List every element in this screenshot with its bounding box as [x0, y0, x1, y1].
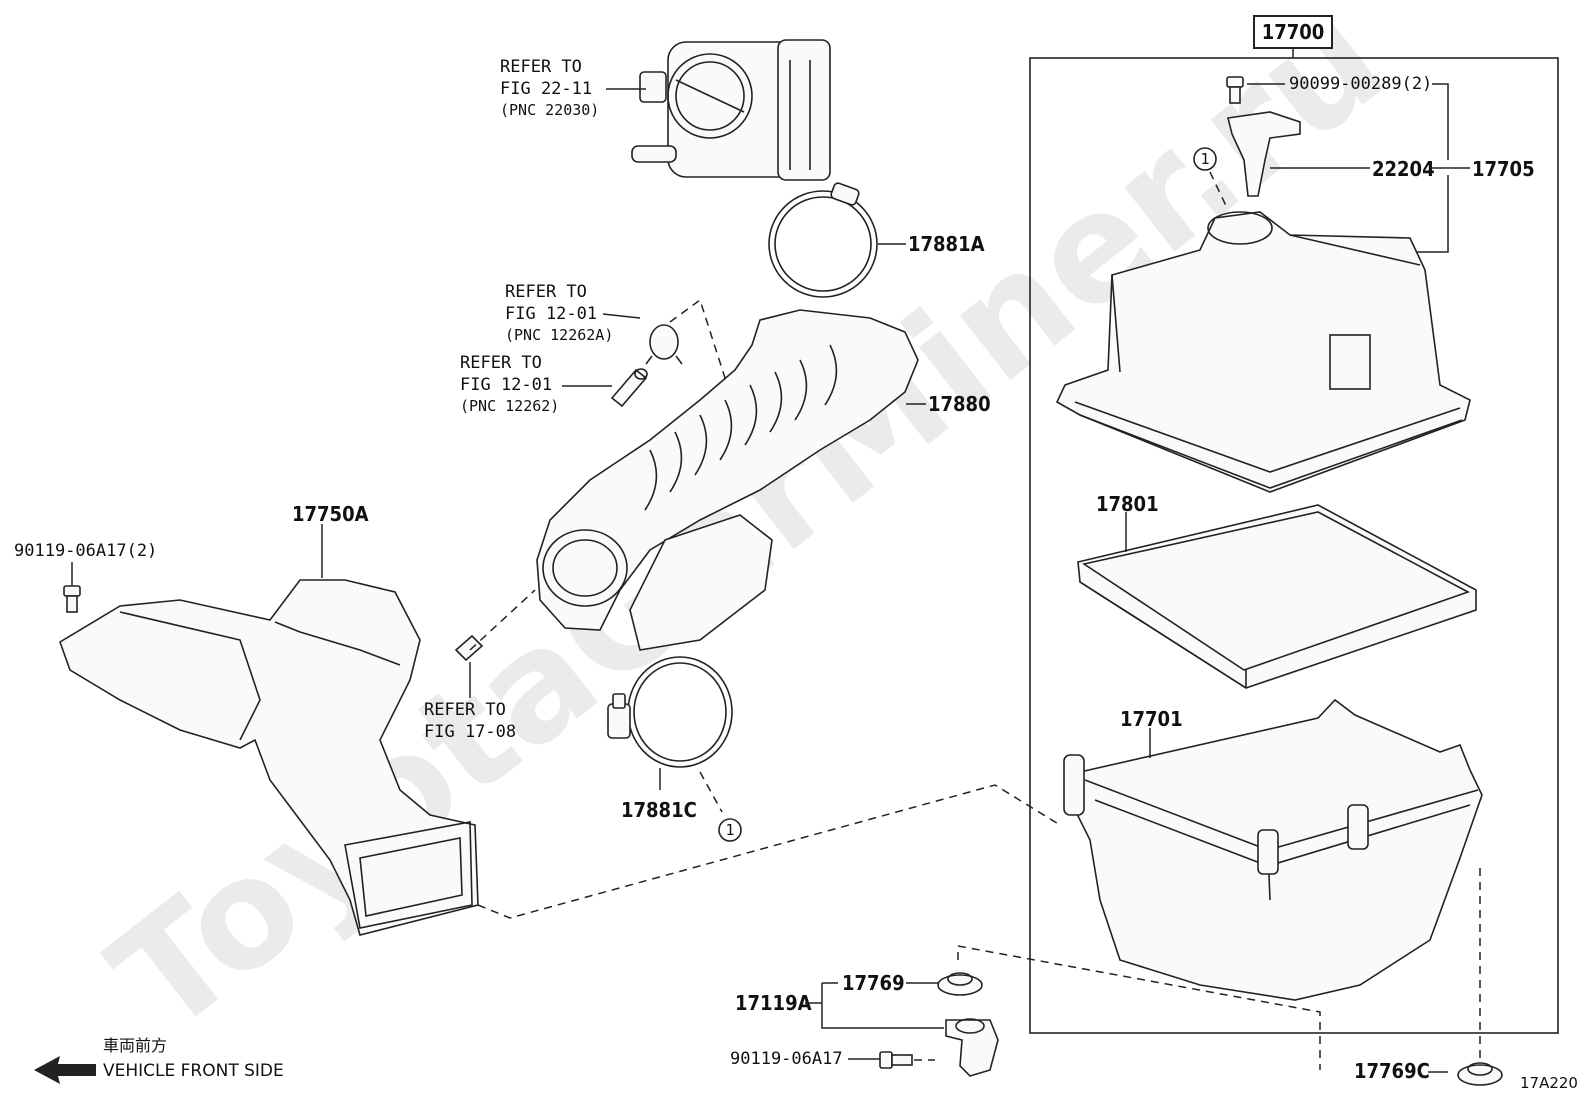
ref-fig-17-08-line1: REFER TO — [424, 700, 506, 720]
sensor-22204-part[interactable] — [1227, 111, 1301, 197]
front-side-jp: 車両前方 — [103, 1036, 167, 1055]
intake-hose-17880-part[interactable] — [536, 309, 919, 651]
cap-12262a-part[interactable] — [645, 324, 683, 365]
ref-fig-12-01b-pnc: (PNC 12262) — [460, 397, 559, 415]
label-17801[interactable]: 17801 — [1096, 492, 1159, 516]
ref-fig-22-11-line2[interactable]: FIG 22-11 — [500, 79, 592, 99]
assembly-frame — [1029, 57, 1559, 1034]
air-duct-17750a-part[interactable] — [59, 579, 479, 936]
filter-element-17801-part[interactable] — [1077, 504, 1477, 689]
label-90119-06a17[interactable]: 90119-06A17 — [730, 1049, 843, 1069]
ref-fig-12-01a-line1: REFER TO — [505, 282, 587, 302]
screw-90099-part[interactable] — [1226, 76, 1244, 104]
lower-case-17701-part[interactable] — [1063, 698, 1483, 1001]
label-17701[interactable]: 17701 — [1120, 707, 1183, 731]
label-17769c[interactable]: 17769C — [1354, 1059, 1430, 1083]
hose-12262-part[interactable] — [610, 368, 648, 408]
ref-fig-12-01b-line1: REFER TO — [460, 353, 542, 373]
label-17880[interactable]: 17880 — [928, 392, 991, 416]
ref-fig-12-01b-line2[interactable]: FIG 12-01 — [460, 375, 552, 395]
svg-text:1: 1 — [1200, 150, 1209, 168]
figure-code: 17A220 — [1520, 1074, 1578, 1092]
grommet-17769c-part[interactable] — [1457, 1062, 1503, 1086]
callout-1-lower — [718, 818, 742, 842]
ref-fig-22-11-pnc: (PNC 22030) — [500, 101, 599, 119]
svg-text:1: 1 — [725, 821, 734, 839]
bolt-90119-06a17-left-part[interactable] — [63, 585, 81, 613]
ref-fig-12-01a-pnc: (PNC 12262A) — [505, 326, 613, 344]
assembly-label[interactable]: 17700 — [1262, 20, 1325, 44]
label-17750a[interactable]: 17750A — [292, 502, 369, 526]
ref-fig-12-01a-line2[interactable]: FIG 12-01 — [505, 304, 597, 324]
label-90099-00289-2[interactable]: 90099-00289(2) — [1289, 74, 1432, 94]
bolt-90119-06a17-bottom-part[interactable] — [879, 1051, 913, 1069]
label-17769[interactable]: 17769 — [842, 971, 905, 995]
label-17881a[interactable]: 17881A — [908, 232, 985, 256]
ref-fig-22-11-line1: REFER TO — [500, 57, 582, 77]
pipe-17-08-part[interactable] — [454, 634, 484, 662]
clamp-17881a-part[interactable] — [768, 182, 878, 298]
bracket-17119a-part[interactable] — [945, 1018, 999, 1077]
front-arrow-icon — [34, 1056, 96, 1084]
label-17119a[interactable]: 17119A — [735, 991, 812, 1015]
label-22204[interactable]: 22204 — [1372, 157, 1435, 181]
ref-fig-17-08-line2[interactable]: FIG 17-08 — [424, 722, 516, 742]
upper-cover-17705-part[interactable] — [1055, 211, 1471, 493]
throttle-body-part[interactable] — [631, 39, 831, 181]
label-17705[interactable]: 17705 — [1472, 157, 1535, 181]
clamp-17881c-part[interactable] — [607, 656, 733, 768]
label-90119-06a17-2[interactable]: 90119-06A17(2) — [14, 541, 157, 561]
label-17881c[interactable]: 17881C — [621, 798, 697, 822]
callout-1-upper — [1193, 147, 1217, 171]
front-side-en: VEHICLE FRONT SIDE — [103, 1061, 284, 1081]
grommet-17769-part[interactable] — [937, 972, 983, 996]
